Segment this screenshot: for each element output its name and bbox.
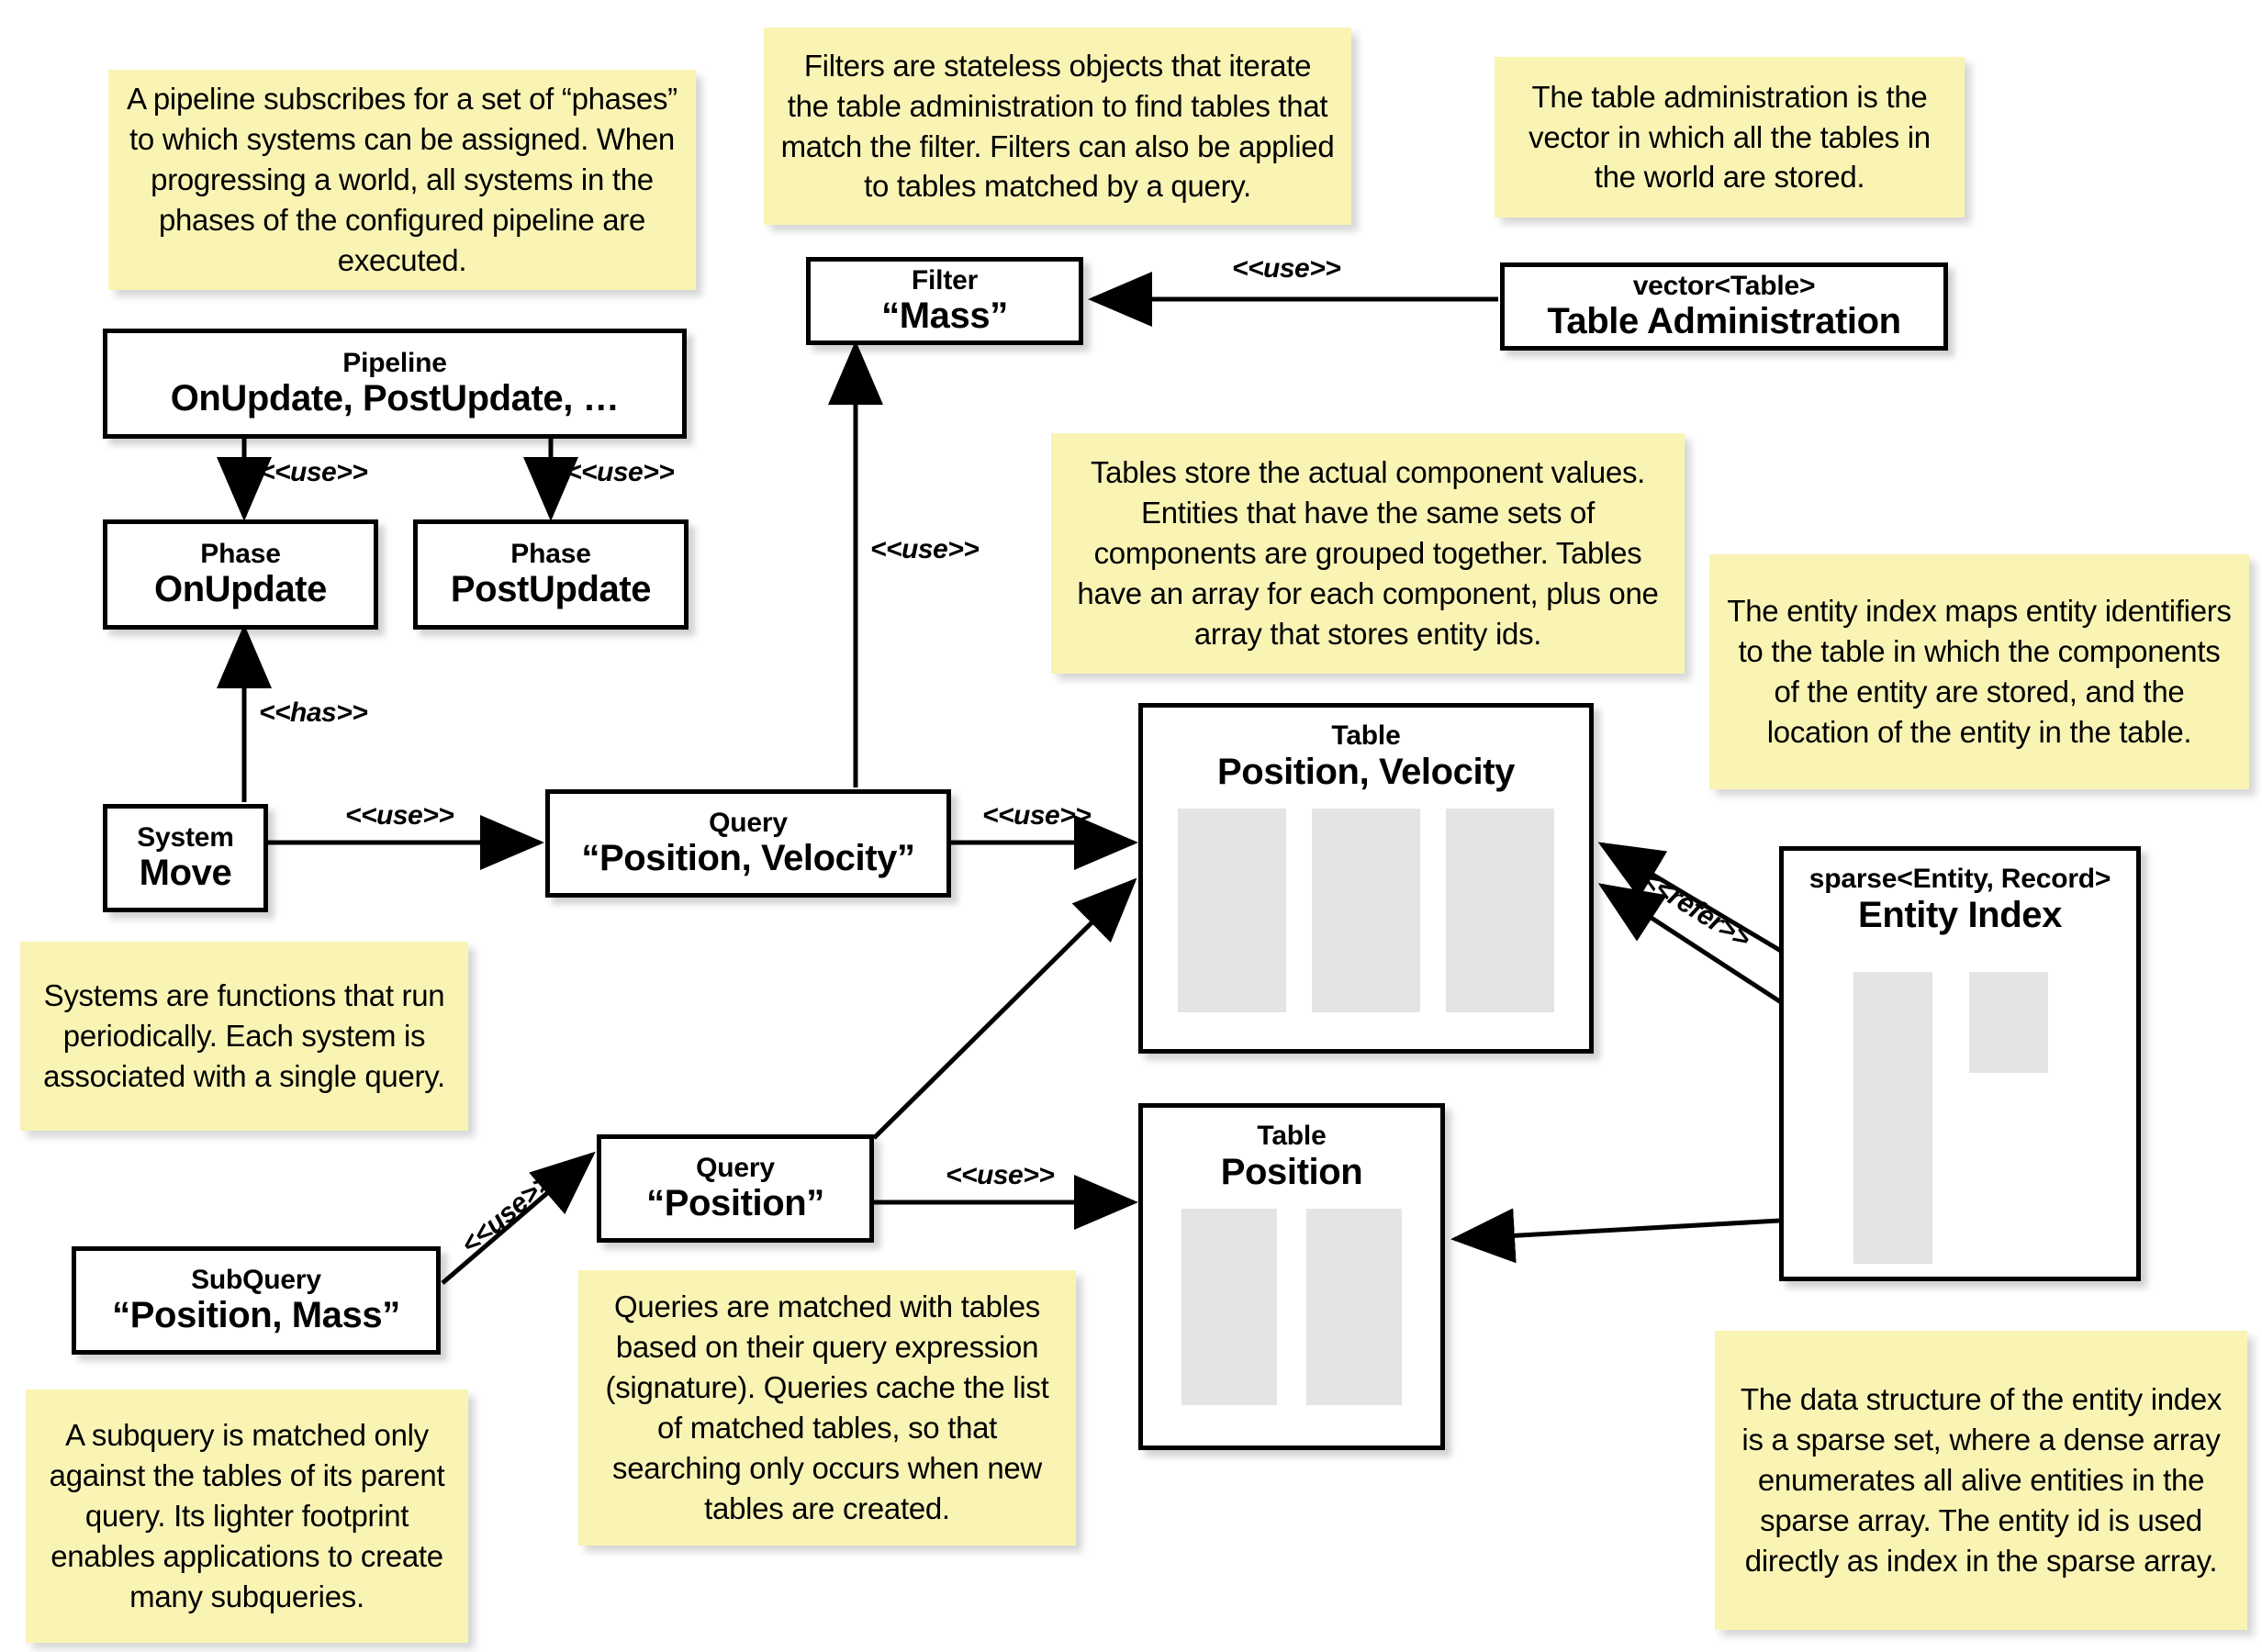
note-pipeline: A pipeline subscribes for a set of “phas…	[108, 70, 696, 290]
node-phase-postupdate-stereotype: Phase	[510, 538, 591, 569]
note-filter: Filters are stateless objects that itera…	[764, 28, 1351, 225]
edge-label-system-has-phase: <<has>>	[259, 698, 368, 728]
node-phase-onupdate-name: OnUpdate	[154, 569, 327, 610]
table-position-columns	[1152, 1209, 1431, 1406]
node-pipeline-stereotype: Pipeline	[342, 347, 447, 378]
node-filter-mass-stereotype: Filter	[911, 264, 979, 296]
node-table-position-velocity[interactable]: Table Position, Velocity	[1138, 703, 1594, 1054]
table-column	[1446, 809, 1554, 1013]
table-column	[1181, 1209, 1277, 1406]
node-system-move-stereotype: System	[137, 821, 234, 853]
node-filter-mass-name: “Mass”	[881, 296, 1008, 337]
note-entity-index: The entity index maps entity identifiers…	[1709, 554, 2249, 789]
edge-label-subquery-uses-query: <<use>>	[455, 1166, 558, 1261]
edge-label-querypos-uses-table: <<use>>	[946, 1160, 1055, 1190]
node-table-administration-stereotype: vector<Table>	[1632, 270, 1816, 301]
edge-querypos-uses-table-posvel	[872, 877, 1137, 1140]
node-phase-postupdate[interactable]: Phase PostUpdate	[413, 519, 689, 630]
node-system-move-name: Move	[139, 853, 232, 894]
node-query-position[interactable]: Query “Position”	[597, 1134, 874, 1243]
node-phase-postupdate-name: PostUpdate	[450, 569, 652, 610]
node-subquery[interactable]: SubQuery “Position, Mass”	[72, 1246, 441, 1355]
node-query-position-velocity-stereotype: Query	[709, 807, 788, 838]
table-column	[1306, 1209, 1402, 1406]
node-system-move[interactable]: System Move	[103, 804, 268, 912]
node-table-position-velocity-stereotype: Table	[1331, 720, 1401, 751]
node-table-administration-name: Table Administration	[1547, 301, 1901, 342]
edge-label-query-uses-filter: <<use>>	[870, 534, 980, 564]
note-tables: Tables store the actual component values…	[1051, 433, 1685, 674]
note-systems: Systems are functions that run periodica…	[20, 942, 468, 1131]
note-subquery: A subquery is matched only against the t…	[26, 1390, 468, 1643]
node-entity-index-name: Entity Index	[1858, 894, 2062, 935]
node-subquery-name: “Position, Mass”	[112, 1295, 400, 1336]
node-phase-onupdate-stereotype: Phase	[200, 538, 281, 569]
edge-label-pipeline-onupdate: <<use>>	[259, 457, 368, 487]
node-query-position-stereotype: Query	[696, 1152, 775, 1183]
node-query-position-name: “Position”	[646, 1183, 824, 1224]
entity-index-dense-array	[1969, 972, 2048, 1073]
edge-label-tableadmin-uses-filter: <<use>>	[1232, 253, 1341, 284]
note-table-admin: The table administration is the vector i…	[1495, 57, 1965, 218]
node-table-position-velocity-name: Position, Velocity	[1217, 751, 1515, 792]
edge-label-system-uses-query: <<use>>	[345, 800, 454, 831]
node-subquery-stereotype: SubQuery	[191, 1264, 321, 1295]
node-table-position[interactable]: Table Position	[1138, 1103, 1445, 1450]
entity-index-sparse-array	[1853, 972, 1932, 1264]
node-phase-onupdate[interactable]: Phase OnUpdate	[103, 519, 378, 630]
node-entity-index-stereotype: sparse<Entity, Record>	[1808, 864, 2111, 894]
edge-label-pipeline-postupdate: <<use>>	[566, 457, 675, 487]
edge-entityindex-refer-table-pos	[1450, 1208, 1780, 1264]
note-queries: Queries are matched with tables based on…	[578, 1270, 1076, 1546]
node-table-position-stereotype: Table	[1257, 1121, 1327, 1151]
node-filter-mass[interactable]: Filter “Mass”	[806, 257, 1083, 345]
node-query-position-velocity-name: “Position, Velocity”	[581, 838, 915, 879]
node-pipeline[interactable]: Pipeline OnUpdate, PostUpdate, …	[103, 329, 687, 439]
table-column	[1312, 809, 1420, 1013]
node-table-position-name: Position	[1220, 1151, 1363, 1192]
node-entity-index[interactable]: sparse<Entity, Record> Entity Index	[1779, 846, 2141, 1281]
edge-label-entityindex-refers-table: <<refer>>	[1636, 865, 1756, 955]
table-column	[1178, 809, 1286, 1013]
table-position-velocity-columns	[1152, 809, 1580, 1013]
node-table-administration[interactable]: vector<Table> Table Administration	[1500, 262, 1948, 351]
edge-label-query-uses-table: <<use>>	[982, 800, 1092, 831]
node-pipeline-name: OnUpdate, PostUpdate, …	[170, 378, 620, 419]
node-query-position-velocity[interactable]: Query “Position, Velocity”	[545, 789, 951, 898]
note-sparse-set: The data structure of the entity index i…	[1715, 1331, 2247, 1630]
